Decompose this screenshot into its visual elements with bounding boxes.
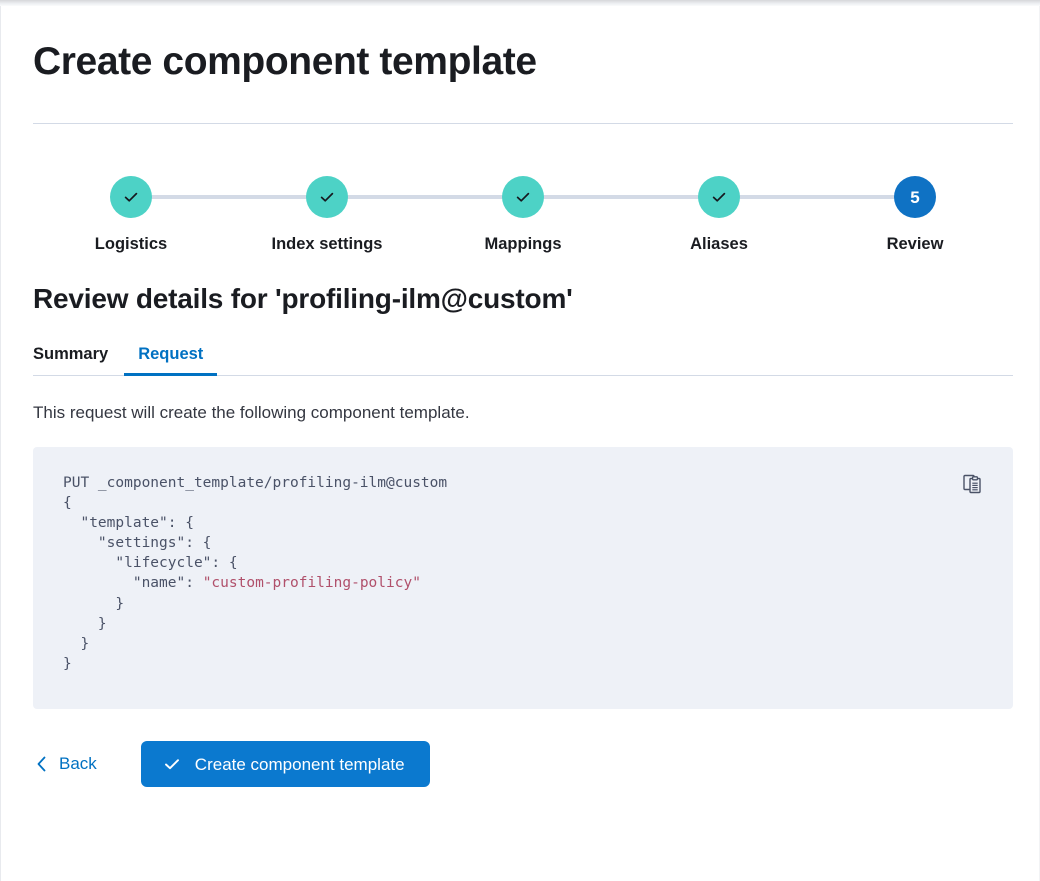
request-code-block: PUT _component_template/profiling-ilm@cu… xyxy=(33,447,1013,709)
stepper-step-mappings[interactable]: Mappings xyxy=(425,176,621,254)
check-icon xyxy=(163,755,181,773)
window-top-chrome xyxy=(0,0,1040,6)
step-number: 5 xyxy=(910,187,920,207)
step-label: Mappings xyxy=(484,235,562,253)
step-label: Review xyxy=(886,235,944,253)
step-circle-complete xyxy=(502,176,544,218)
step-circle-complete xyxy=(110,176,152,218)
stepper-step-logistics[interactable]: Logistics xyxy=(33,176,229,254)
page-content: Create component template Logistics Index… xyxy=(1,6,1039,787)
page-title: Create component template xyxy=(33,40,537,83)
check-icon xyxy=(709,187,729,207)
check-icon xyxy=(317,187,337,207)
wizard-footer: Back Create component template xyxy=(33,741,1013,787)
chevron-left-icon xyxy=(35,755,48,773)
step-circle-complete xyxy=(306,176,348,218)
stepper-connector xyxy=(344,195,506,199)
stepper-connector xyxy=(148,195,310,199)
stepper-step-index-settings[interactable]: Index settings xyxy=(229,176,425,254)
step-circle-complete xyxy=(698,176,740,218)
stepper-connector xyxy=(736,195,898,199)
back-button-label: Back xyxy=(59,754,97,773)
stepper-step-aliases[interactable]: Aliases xyxy=(621,176,817,254)
review-heading: Review details for 'profiling-ilm@custom… xyxy=(33,283,573,314)
step-label: Index settings xyxy=(271,235,383,253)
copy-to-clipboard-button[interactable] xyxy=(959,469,987,497)
request-description: This request will create the following c… xyxy=(33,403,470,422)
clipboard-copy-icon xyxy=(963,472,983,494)
create-component-template-button[interactable]: Create component template xyxy=(140,741,430,787)
tab-summary[interactable]: Summary xyxy=(33,345,124,375)
tab-request[interactable]: Request xyxy=(124,345,218,376)
page-left-border xyxy=(0,6,1,881)
page-root: Create component template Logistics Index… xyxy=(1,6,1039,881)
back-button[interactable]: Back xyxy=(33,748,99,780)
step-circle-current: 5 xyxy=(894,176,936,218)
stepper-connector xyxy=(540,195,702,199)
request-code-text: PUT _component_template/profiling-ilm@cu… xyxy=(63,475,448,672)
check-icon xyxy=(121,187,141,207)
create-component-template-label: Create component template xyxy=(194,754,405,774)
step-label: Logistics xyxy=(94,235,168,253)
check-icon xyxy=(513,187,533,207)
step-label: Aliases xyxy=(690,235,748,253)
title-divider xyxy=(33,123,1013,124)
